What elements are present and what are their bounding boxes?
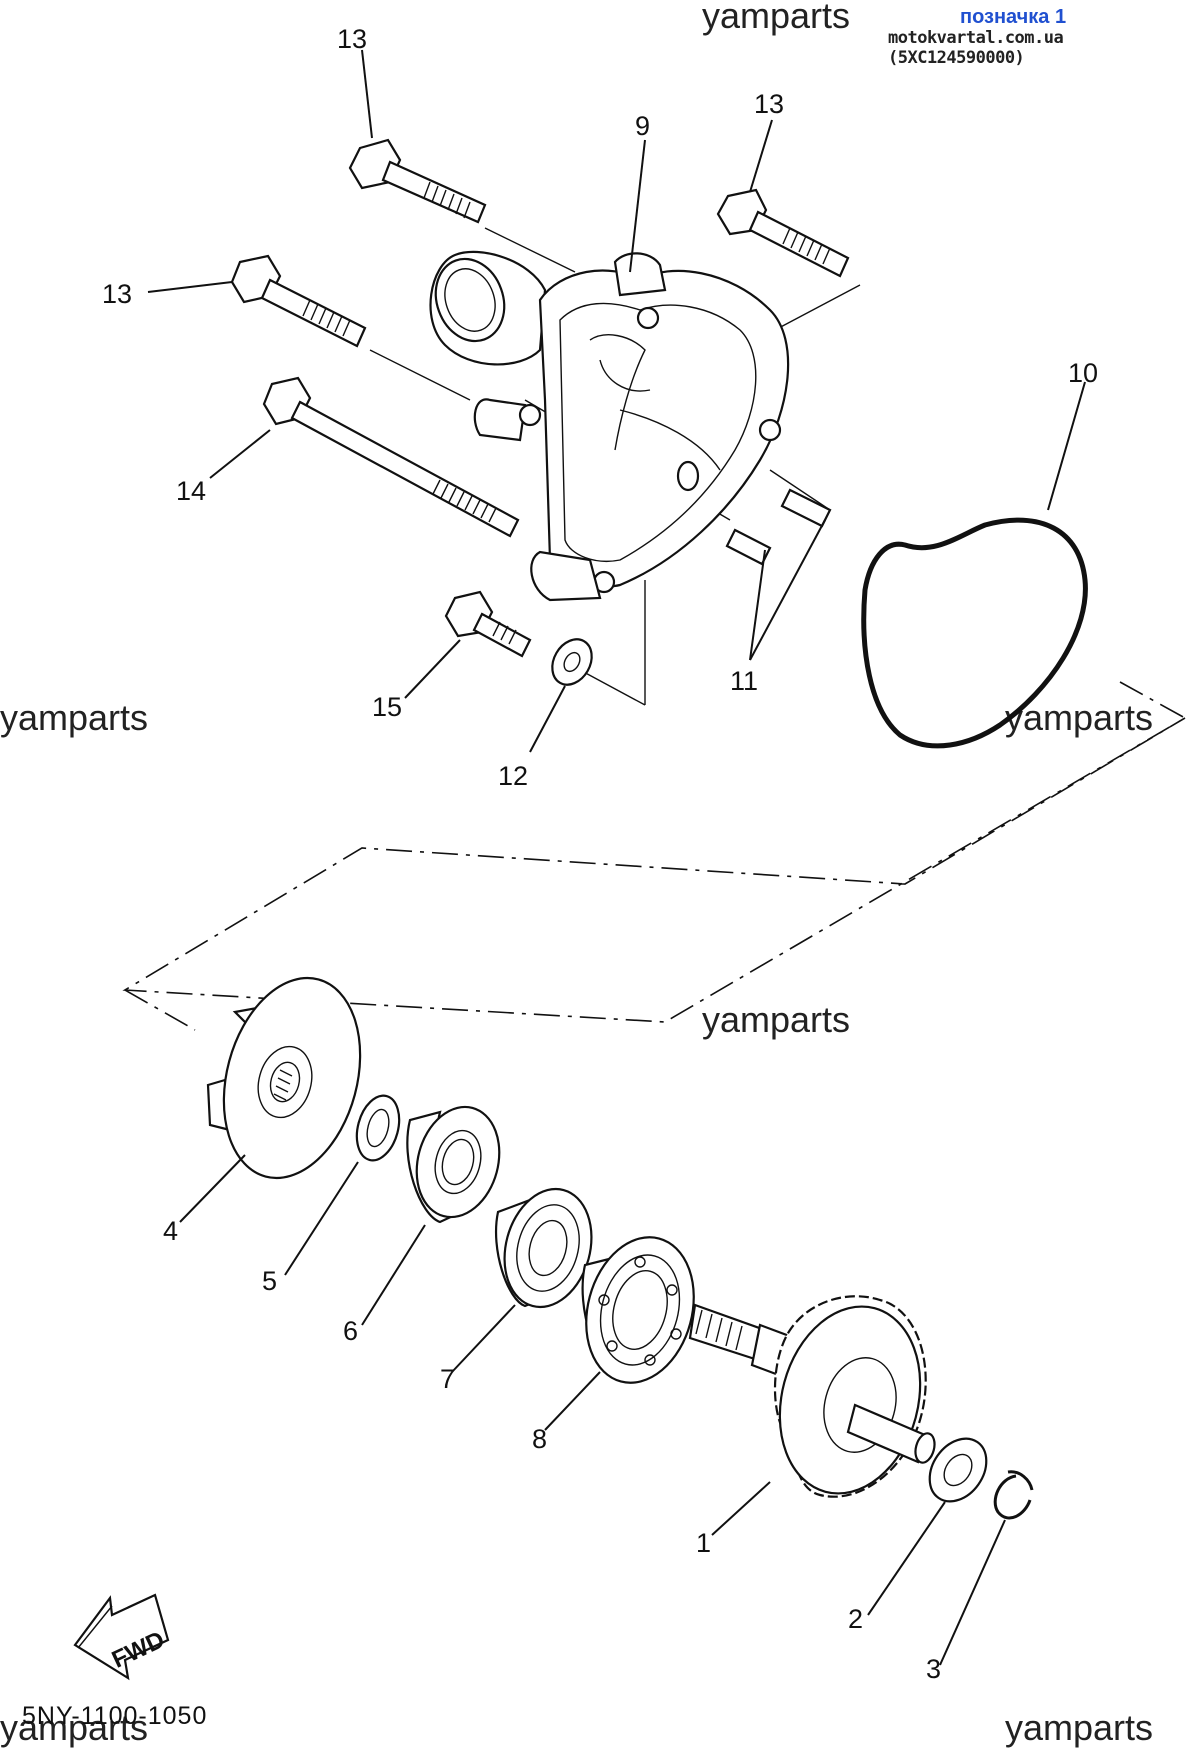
oil-seal-6 xyxy=(406,1105,501,1224)
bolt-13-right xyxy=(716,188,850,278)
water-pump-cover-9 xyxy=(429,250,790,602)
circlip-3 xyxy=(993,1470,1034,1520)
o-ring-10 xyxy=(861,517,1088,749)
bolt-15 xyxy=(444,590,532,658)
callout-4: 4 xyxy=(163,1216,178,1246)
bolt-13-upper xyxy=(348,138,487,224)
watermark-bottom-right: yamparts xyxy=(1005,1707,1153,1748)
dowel-pins-11 xyxy=(725,488,832,566)
callout-10: 10 xyxy=(1068,358,1098,388)
bolt-13-left xyxy=(230,254,367,348)
washer-5 xyxy=(355,1094,401,1162)
callout-1: 1 xyxy=(696,1528,711,1558)
watermark-top: yamparts xyxy=(702,0,850,36)
callout-13-right: 13 xyxy=(754,89,784,119)
impeller-4 xyxy=(206,976,362,1180)
watermark-bottom-left: yamparts xyxy=(0,1707,148,1748)
callout-7: 7 xyxy=(440,1364,455,1394)
callout-13-left: 13 xyxy=(102,279,132,309)
header-subtitle: motokvartal.com.ua (5XC124590000) xyxy=(888,28,1064,68)
callout-14: 14 xyxy=(176,476,206,506)
callout-6: 6 xyxy=(343,1316,358,1346)
callout-3: 3 xyxy=(926,1654,941,1684)
leader-lines xyxy=(147,49,1086,1666)
callout-9: 9 xyxy=(635,111,650,141)
callout-13-upper: 13 xyxy=(337,24,367,54)
callout-11: 11 xyxy=(730,666,758,696)
callout-12: 12 xyxy=(498,761,528,791)
callout-2: 2 xyxy=(848,1604,863,1634)
callout-labels: 1 2 3 4 5 6 7 8 9 10 11 12 13 13 13 14 1… xyxy=(102,24,1098,1684)
callout-5: 5 xyxy=(262,1266,277,1296)
callout-15: 15 xyxy=(372,692,402,722)
watermark-left: yamparts xyxy=(0,697,148,738)
impeller-shaft-gear-1 xyxy=(688,1295,936,1498)
bearing-8 xyxy=(581,1236,695,1384)
callout-8: 8 xyxy=(532,1424,547,1454)
diagram-code: 5NY-1100-1050 xyxy=(22,1702,207,1730)
washer-2 xyxy=(928,1437,988,1503)
seal-7 xyxy=(494,1187,593,1309)
bolt-14-long xyxy=(262,376,520,538)
header-title: позначка 1 xyxy=(960,6,1067,28)
watermark-middle: yamparts xyxy=(702,999,850,1040)
washer-12 xyxy=(551,638,593,686)
fwd-arrow-icon: FWD xyxy=(73,1593,170,1681)
